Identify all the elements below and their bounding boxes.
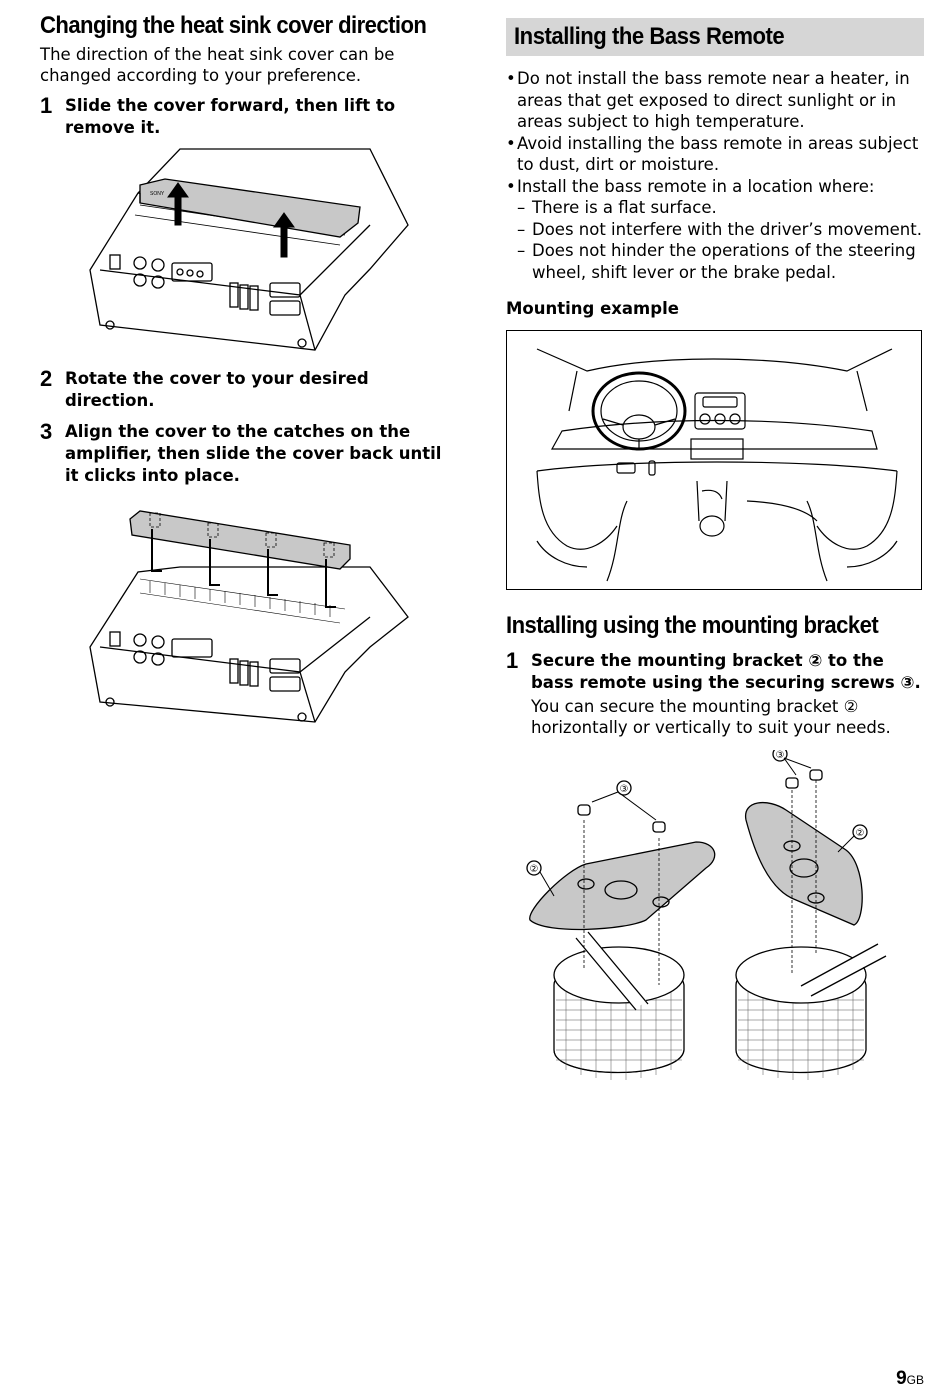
step-number: 1 xyxy=(506,648,519,673)
callout-screws-right: ③ xyxy=(776,750,785,761)
step-note: You can secure the mounting bracket ② ho… xyxy=(531,697,891,737)
list-item: Install the bass remote in a location wh… xyxy=(506,176,924,284)
precautions-list: Do not install the bass remote near a he… xyxy=(506,68,924,283)
callout-bracket-left: ② xyxy=(530,864,539,875)
bracket-installation-illustration: ③ ② ③ ② xyxy=(526,750,887,1080)
step-number: 2 xyxy=(40,366,53,391)
step-3: 3 Align the cover to the catches on the … xyxy=(40,421,460,487)
step-text: Secure the mounting bracket ② to the bas… xyxy=(531,650,924,738)
bracket-step-1: 1 Secure the mounting bracket ② to the b… xyxy=(506,650,924,738)
step-text-main: Secure the mounting bracket ② to the bas… xyxy=(531,651,921,692)
mounting-example-heading: Mounting example xyxy=(506,299,679,318)
sub-list-item: There is a flat surface. xyxy=(517,197,924,219)
step-text: Align the cover to the catches on the am… xyxy=(65,422,442,485)
list-item: Do not install the bass remote near a he… xyxy=(506,68,924,133)
section-heading-heat-sink: Changing the heat sink cover direction xyxy=(40,12,427,39)
page-number: 9GB xyxy=(896,1368,924,1390)
step-2: 2 Rotate the cover to your desired direc… xyxy=(40,368,460,412)
left-column: Changing the heat sink cover direction T… xyxy=(40,0,460,727)
step-number: 1 xyxy=(40,93,53,118)
amplifier-logo: SONY xyxy=(150,191,165,197)
section-heading-mounting-bracket: Installing using the mounting bracket xyxy=(506,612,879,639)
amplifier-cover-removal-illustration: SONY xyxy=(89,148,409,351)
section-heading-bass-remote: Installing the Bass Remote xyxy=(514,23,785,50)
sub-list-item: Does not hinder the operations of the st… xyxy=(517,240,924,283)
lead-paragraph: The direction of the heat sink cover can… xyxy=(40,45,395,85)
callout-bracket-right: ② xyxy=(856,828,865,839)
amplifier-cover-install-illustration xyxy=(89,510,409,723)
step-number: 3 xyxy=(40,419,53,444)
step-text: Slide the cover forward, then lift to re… xyxy=(65,96,396,137)
sub-list-item: Does not interfere with the driver’s mov… xyxy=(517,219,924,241)
car-interior-illustration xyxy=(536,348,898,582)
page-number-value: 9 xyxy=(896,1368,907,1389)
list-item: Avoid installing the bass remote in area… xyxy=(506,133,924,176)
mounting-example-figure xyxy=(506,330,922,590)
location-sublist: There is a flat surface. Does not interf… xyxy=(517,197,924,283)
list-item-text: Install the bass remote in a location wh… xyxy=(517,176,875,196)
right-column: Installing the Bass Remote Do not instal… xyxy=(506,0,924,1100)
step-text: Rotate the cover to your desired directi… xyxy=(65,369,369,410)
step-1: 1 Slide the cover forward, then lift to … xyxy=(40,95,460,139)
page-number-suffix: GB xyxy=(906,1373,924,1387)
callout-screws-left: ③ xyxy=(620,784,629,795)
section-banner: Installing the Bass Remote xyxy=(506,18,924,56)
